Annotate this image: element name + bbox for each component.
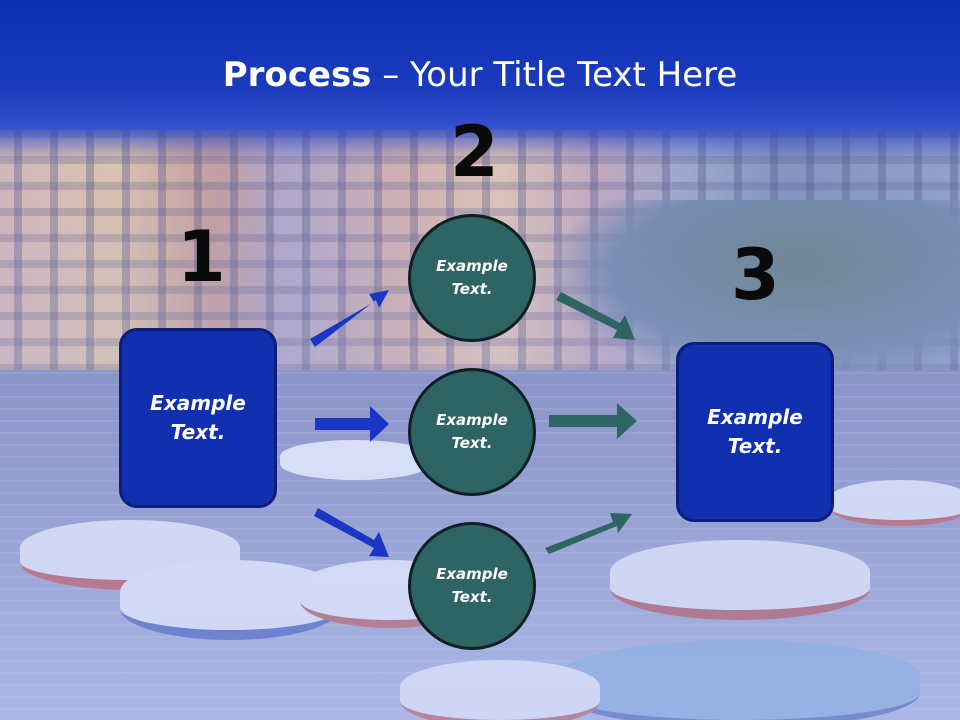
arrow-box1-to-circle-bottom: [314, 508, 389, 557]
arrow-circle-top-to-box3: [556, 292, 635, 340]
step-3-box: Example Text.: [676, 342, 834, 522]
step-2-circle-middle-text: Example Text.: [436, 411, 508, 452]
slide-title-bold: Process: [222, 55, 372, 95]
step-2-circle-top-text: Example Text.: [436, 257, 508, 298]
arrow-box1-to-circle-top: [310, 290, 389, 347]
slide-title: Process – Your Title Text Here: [0, 50, 960, 100]
arrow-box1-to-circle-middle: [315, 406, 389, 442]
step-2-circle-bottom: Example Text.: [408, 522, 536, 650]
step-3-box-text: Example Text.: [707, 405, 803, 458]
step-2-circle-top: Example Text.: [408, 214, 536, 342]
arrow-circle-bottom-to-box3: [545, 513, 632, 554]
slide-title-rest: – Your Title Text Here: [371, 55, 738, 95]
step-2-circle-bottom-text: Example Text.: [436, 565, 508, 606]
step-1-box-text: Example Text.: [150, 391, 246, 444]
step-number-2: 2: [450, 111, 499, 193]
step-1-box: Example Text.: [119, 328, 277, 508]
title-band: [0, 0, 960, 160]
step-2-circle-middle: Example Text.: [408, 368, 536, 496]
arrow-circle-middle-to-box3: [549, 403, 637, 439]
step-number-1: 1: [177, 216, 226, 298]
step-number-3: 3: [731, 234, 780, 316]
